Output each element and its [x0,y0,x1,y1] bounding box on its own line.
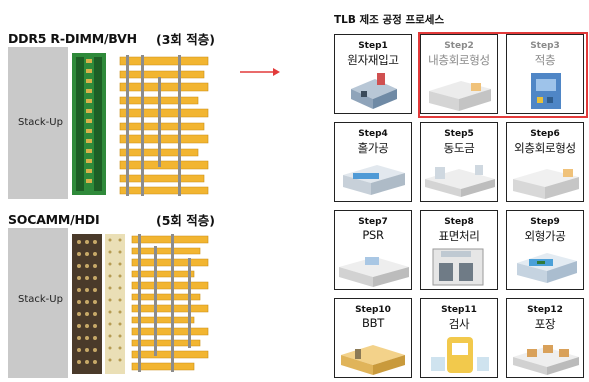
psr-coater-icon [339,257,409,287]
step-number: Step12 [527,305,563,315]
flow-arrow [240,68,280,76]
ddr5-panel-title: DDR5 R-DIMM/BVH [8,31,137,46]
step-number: Step5 [444,129,474,139]
outer-circuit-machine-icon [513,169,579,199]
step-number: Step7 [358,217,388,227]
socamm-stackup-figure: Stack-Up [8,228,212,378]
step-card-6: Step6 외층회로형성 [506,122,584,202]
ddr5-panel-subtitle: (3회 적층) [156,32,215,47]
socamm-stackup-graphic [8,228,212,378]
step-name: PSR [362,228,384,242]
step-number: Step4 [358,129,388,139]
circuit-machine-icon [429,81,491,111]
inspection-station-icon [431,337,489,373]
step-name: 외형가공 [524,229,566,243]
step-number: Step3 [530,41,560,51]
process-grid: Step1 원자재입고 Step2 내층회로형성 Step3 적층 [334,34,586,378]
step-number: Step11 [441,305,477,315]
step-number: Step6 [530,129,560,139]
step-card-12: Step12 포장 [506,298,584,378]
step-card-8: Step8 표면처리 [420,210,498,290]
step-name: 내층회로형성 [428,53,490,67]
step-number: Step8 [444,217,474,227]
step-card-3: Step3 적층 [506,34,584,114]
ddr5-stackup-graphic [8,47,212,199]
lamination-press-icon [531,73,561,109]
socamm-stackup-label: Stack-Up [18,294,63,305]
ddr5-stackup-label: Stack-Up [18,117,63,128]
step-name: 적층 [534,53,556,67]
step-card-1: Step1 원자재입고 [334,34,412,114]
bbt-tester-icon [341,345,405,375]
step-name: 외층회로형성 [514,141,576,155]
step-name: BBT [362,316,384,330]
step-name: 홀가공 [357,141,389,155]
step-name: 검사 [448,317,470,331]
step-number: Step1 [358,41,388,51]
routing-machine-icon [517,253,577,283]
step-name: 원자재입고 [347,53,399,67]
packaging-station-icon [513,345,579,375]
step-card-5: Step5 동도금 [420,122,498,202]
step-card-11: Step11 검사 [420,298,498,378]
step-card-2: Step2 내층회로형성 [420,34,498,114]
step-number: Step9 [530,217,560,227]
step-name: 동도금 [443,141,475,155]
step-card-4: Step4 홀가공 [334,122,412,202]
drilling-machine-icon [343,165,405,195]
step-number: Step10 [355,305,391,315]
step-name: 포장 [534,317,556,331]
step-card-7: Step7 PSR [334,210,412,290]
warehouse-icon [351,73,397,109]
surface-treatment-icon [432,248,484,286]
process-title: TLB 제조 공정 프로세스 [334,14,445,26]
socamm-panel-subtitle: (5회 적층) [156,213,215,228]
ddr5-stackup-figure: Stack-Up [8,47,212,199]
step-number: Step2 [444,41,474,51]
step-card-10: Step10 BBT [334,298,412,378]
socamm-panel-title: SOCAMM/HDI [8,212,100,227]
step-name: 표면처리 [438,229,480,243]
plating-line-icon [425,165,495,197]
step-card-9: Step9 외형가공 [506,210,584,290]
